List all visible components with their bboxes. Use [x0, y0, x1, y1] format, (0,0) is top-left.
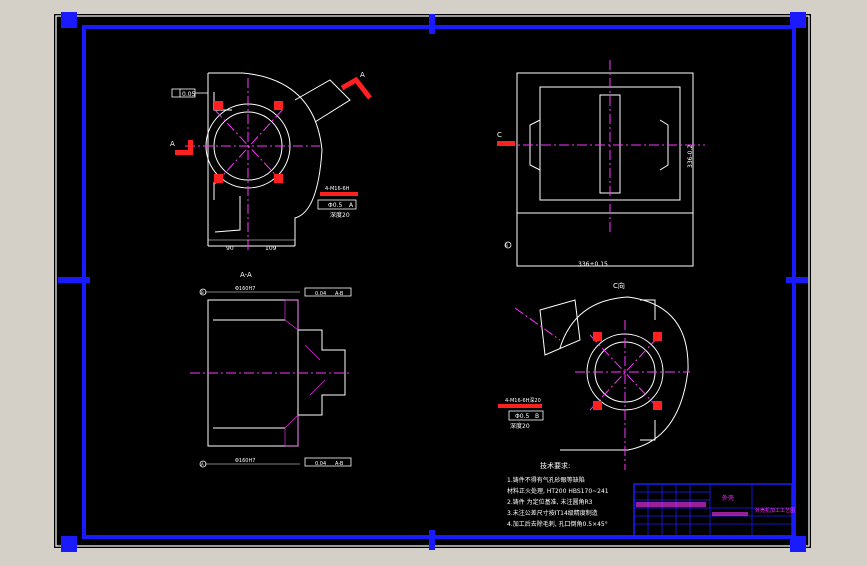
hole-top: Φ160H7: [235, 286, 255, 292]
front-view-dims: 90 109: [208, 239, 295, 252]
note-line-1: 1.铸件不得有气孔砂眼等缺陷: [507, 476, 585, 484]
title-drawing-name: 外壳机加工工艺图: [755, 507, 795, 514]
arrow-a-left-label: A: [170, 140, 175, 148]
dim-109: 109: [265, 245, 277, 252]
tol-top: 0.04: [315, 291, 326, 297]
section-a-a-view: A-A Φ160H7 Φ160H7 B A 0.04 A-B 0.04 A-B: [190, 271, 352, 468]
pos-tol-2-ref: B: [535, 413, 539, 420]
technical-notes: 技术要求: 1.铸件不得有气孔砂眼等缺陷 材料正火处理, HT200 HBS17…: [507, 461, 609, 528]
dim-90: 90: [226, 245, 234, 252]
dim-length: 336±0.15: [578, 261, 608, 268]
c-view-label: C向: [613, 281, 625, 290]
note-line-5: 4.加工后去除毛刺, 孔口倒角0.5×45°: [507, 520, 608, 528]
center-mark-right: [786, 277, 808, 283]
datum-a-bottom: A: [201, 462, 204, 467]
notes-title: 技术要求:: [540, 461, 570, 470]
tol-top-ref: A-B: [335, 291, 344, 297]
corner-mark-bl: [61, 536, 77, 552]
center-mark-bottom: [429, 530, 435, 550]
hole-note-1: 4-M16-6H: [325, 186, 350, 192]
pos-tol-2: Φ0.5: [515, 413, 529, 420]
note-line-3: 2.铸件 为定位基准, 未注圆角R3: [507, 498, 593, 506]
side-view-dims: 336-0.2 336±0.15 B: [504, 145, 694, 268]
thread-depth-2: 深度20: [510, 422, 530, 430]
section-arrow-c: C: [497, 131, 515, 146]
hole-bottom: Φ160H7: [235, 458, 255, 464]
corner-mark-tr: [790, 12, 806, 28]
datum-b-marker: B: [505, 243, 508, 248]
note-line-4: 3.未注公差尺寸按IT14级精度制造: [507, 509, 598, 517]
arrow-c-label: C: [497, 131, 502, 139]
drawing-sheet: [54, 14, 811, 548]
center-mark-left: [58, 277, 90, 283]
pos-tol-1: Φ0.5: [328, 202, 342, 209]
pos-tol-1-ref: A: [349, 202, 354, 209]
front-view-centerlines: [185, 78, 320, 250]
datum-b-top: B: [201, 290, 204, 295]
c-view: C向 4-M16-6H深20 Φ0.5 B 深度20: [498, 281, 690, 470]
title-block: 外壳 外壳机加工工艺图: [633, 483, 795, 537]
thread-depth-1: 深度20: [330, 211, 350, 219]
arrow-a-right-label: A: [360, 71, 365, 79]
center-mark-top: [429, 14, 435, 34]
note-line-2: 材料正火处理, HT200 HBS170~241: [507, 487, 609, 495]
corner-mark-tl: [61, 12, 77, 28]
flatness-callout: 0.05: [171, 88, 208, 98]
front-view-holes: [214, 101, 283, 183]
flatness-value: 0.05: [182, 91, 196, 98]
side-view-centerlines: [505, 60, 705, 235]
tol-bottom-ref: A-B: [335, 461, 344, 467]
title-part-name: 外壳: [722, 494, 734, 502]
dim-width: 336-0.2: [687, 145, 694, 168]
section-arrow-a-right: A: [340, 71, 372, 100]
tol-bottom: 0.04: [315, 461, 326, 467]
pos-tol-callout-1: 4-M16-6H Φ0.5 A 深度20: [317, 186, 358, 219]
corner-mark-br: [790, 536, 806, 552]
section-label: A-A: [240, 271, 252, 279]
section-arrow-a-left: A: [170, 140, 193, 155]
hole-note-2: 4-M16-6H深20: [505, 397, 541, 404]
